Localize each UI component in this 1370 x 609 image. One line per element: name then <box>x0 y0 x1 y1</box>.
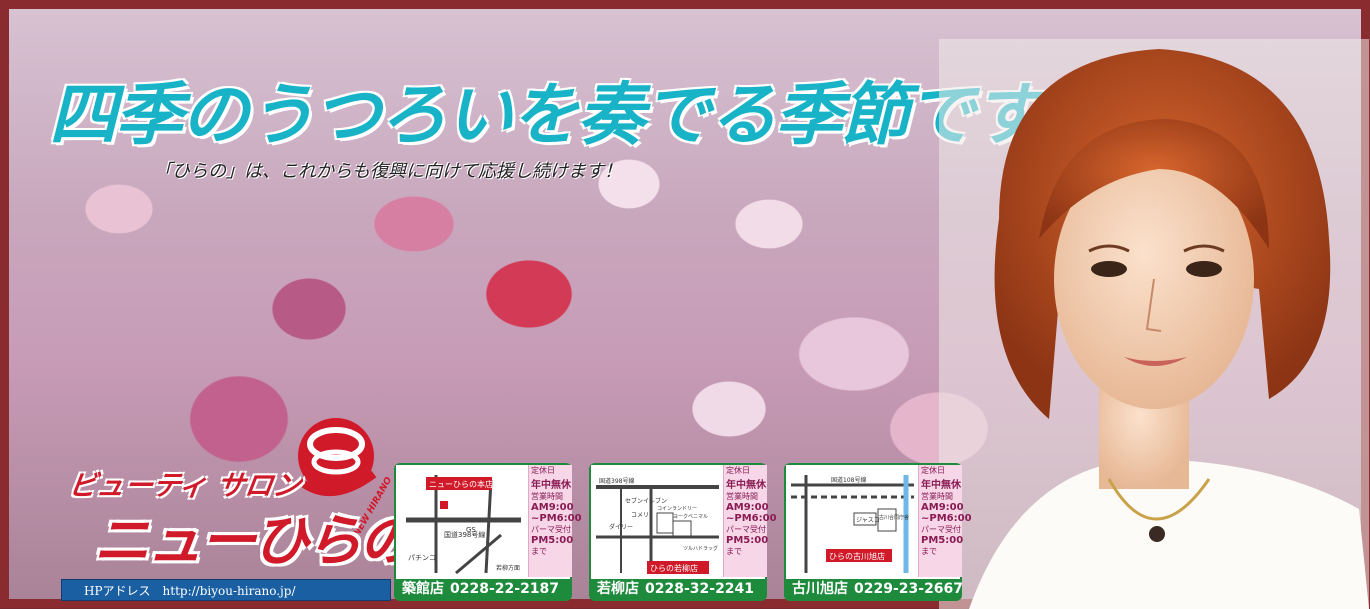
map-label: パチンコ <box>408 554 436 562</box>
map-label: 国道108号線 <box>831 476 866 484</box>
store-contact-bar: 若柳店 0228-32-2241 <box>591 579 765 599</box>
homepage-url[interactable]: HPアドレス http://biyou-hirano.jp/ <box>84 584 296 598</box>
store-phone[interactable]: 0228-32-2241 <box>645 581 755 597</box>
map-label: ヨークベニマル <box>673 514 708 520</box>
map-label: ダイリー <box>609 523 633 531</box>
map-label: ツルハドラッグ <box>683 545 718 552</box>
store-info: 定休日 年中無休 営業時間 AM9:00 ~PM6:00 パーマ受付 PM5:0… <box>528 465 582 577</box>
perm-suffix: まで <box>531 547 547 556</box>
logo-mark-icon <box>298 418 377 496</box>
homepage-bar[interactable]: HPアドレス http://biyou-hirano.jp/ <box>61 579 391 601</box>
store-info: 定休日 年中無休 営業時間 AM9:00 ~PM6:00 パーマ受付 PM5:0… <box>723 465 777 577</box>
map-label: コメリ <box>631 512 649 519</box>
store-card-tsukidate: ニューひらの本店 国道398号線 パチンコ GS 若柳方面 定休日 年中無休 営… <box>394 463 582 601</box>
hours-close: ~PM6:00 <box>726 513 777 524</box>
map-label: コインランドリー <box>657 506 697 512</box>
perm-suffix: まで <box>921 547 937 556</box>
map-label: 国道398号線 <box>444 530 485 539</box>
map-label: セブンイレブン <box>625 497 667 505</box>
store-map: ひらの古川旭店 国道108号線 ジャスコ 古川合同庁舎 <box>786 465 918 577</box>
hours-label: 営業時間 <box>921 492 953 501</box>
woman-portrait <box>939 39 1369 609</box>
store-name: 古川旭店 <box>792 581 848 597</box>
store-name: 築館店 <box>402 581 444 597</box>
closed-label: 定休日 <box>921 466 945 475</box>
logo-lower-text: ニューひらの <box>94 509 415 574</box>
map-tag: ひらの若柳店 <box>650 563 698 573</box>
map-label: GS <box>466 526 476 534</box>
store-map: ひらの若柳店 国道398号線 セブンイレブン コメリ ダイリー コインランドリー… <box>591 465 723 577</box>
map-label: ジャスコ <box>856 517 880 524</box>
store-info: 定休日 年中無休 営業時間 AM9:00 ~PM6:00 パーマ受付 PM5:0… <box>918 465 972 577</box>
perm-label: パーマ受付 <box>921 525 961 534</box>
hours-label: 営業時間 <box>531 492 563 501</box>
store-contact-bar: 古川旭店 0229-23-2667 <box>786 579 964 599</box>
map-tag: ひらの古川旭店 <box>829 551 885 561</box>
perm-label: パーマ受付 <box>531 525 571 534</box>
closed-label: 定休日 <box>531 466 555 475</box>
closed-value: 年中無休 <box>531 480 571 491</box>
store-contact-bar: 築館店 0228-22-2187 <box>396 579 570 599</box>
perm-value: PM5:00 <box>726 535 769 546</box>
store-name: 若柳店 <box>597 581 639 597</box>
map-tag: ニューひらの本店 <box>429 479 493 489</box>
perm-label: パーマ受付 <box>726 525 766 534</box>
store-card-wakayanagi: ひらの若柳店 国道398号線 セブンイレブン コメリ ダイリー コインランドリー… <box>589 463 777 601</box>
closed-value: 年中無休 <box>921 480 961 491</box>
store-phone[interactable]: 0228-22-2187 <box>450 581 560 597</box>
hours-close: ~PM6:00 <box>921 513 972 524</box>
perm-value: PM5:00 <box>531 535 574 546</box>
salon-logo: NEW HIRANO ビューティ サロン ニューひらの <box>64 414 415 584</box>
hours-close: ~PM6:00 <box>531 513 582 524</box>
perm-suffix: まで <box>726 547 742 556</box>
closed-label: 定休日 <box>726 466 750 475</box>
map-label: 国道398号線 <box>599 477 634 485</box>
store-phone[interactable]: 0229-23-2667 <box>854 581 964 597</box>
map-label: 若柳方面 <box>496 564 520 572</box>
closed-value: 年中無休 <box>726 480 766 491</box>
hours-open: AM9:00 <box>531 502 574 513</box>
store-map: ニューひらの本店 国道398号線 パチンコ GS 若柳方面 <box>396 465 528 577</box>
store-card-furukawa-asahi: ひらの古川旭店 国道108号線 ジャスコ 古川合同庁舎 定休日 年中無休 営業時… <box>784 463 972 601</box>
perm-value: PM5:00 <box>921 535 964 546</box>
hours-open: AM9:00 <box>921 502 964 513</box>
hours-label: 営業時間 <box>726 492 758 501</box>
map-label: 古川合同庁舎 <box>879 514 909 521</box>
hours-open: AM9:00 <box>726 502 769 513</box>
headline: 四季のうつろいを奏でる季節です <box>49 75 1041 155</box>
subline: 「ひらの」は、これからも復興に向けて応援し続けます！ <box>154 161 622 182</box>
